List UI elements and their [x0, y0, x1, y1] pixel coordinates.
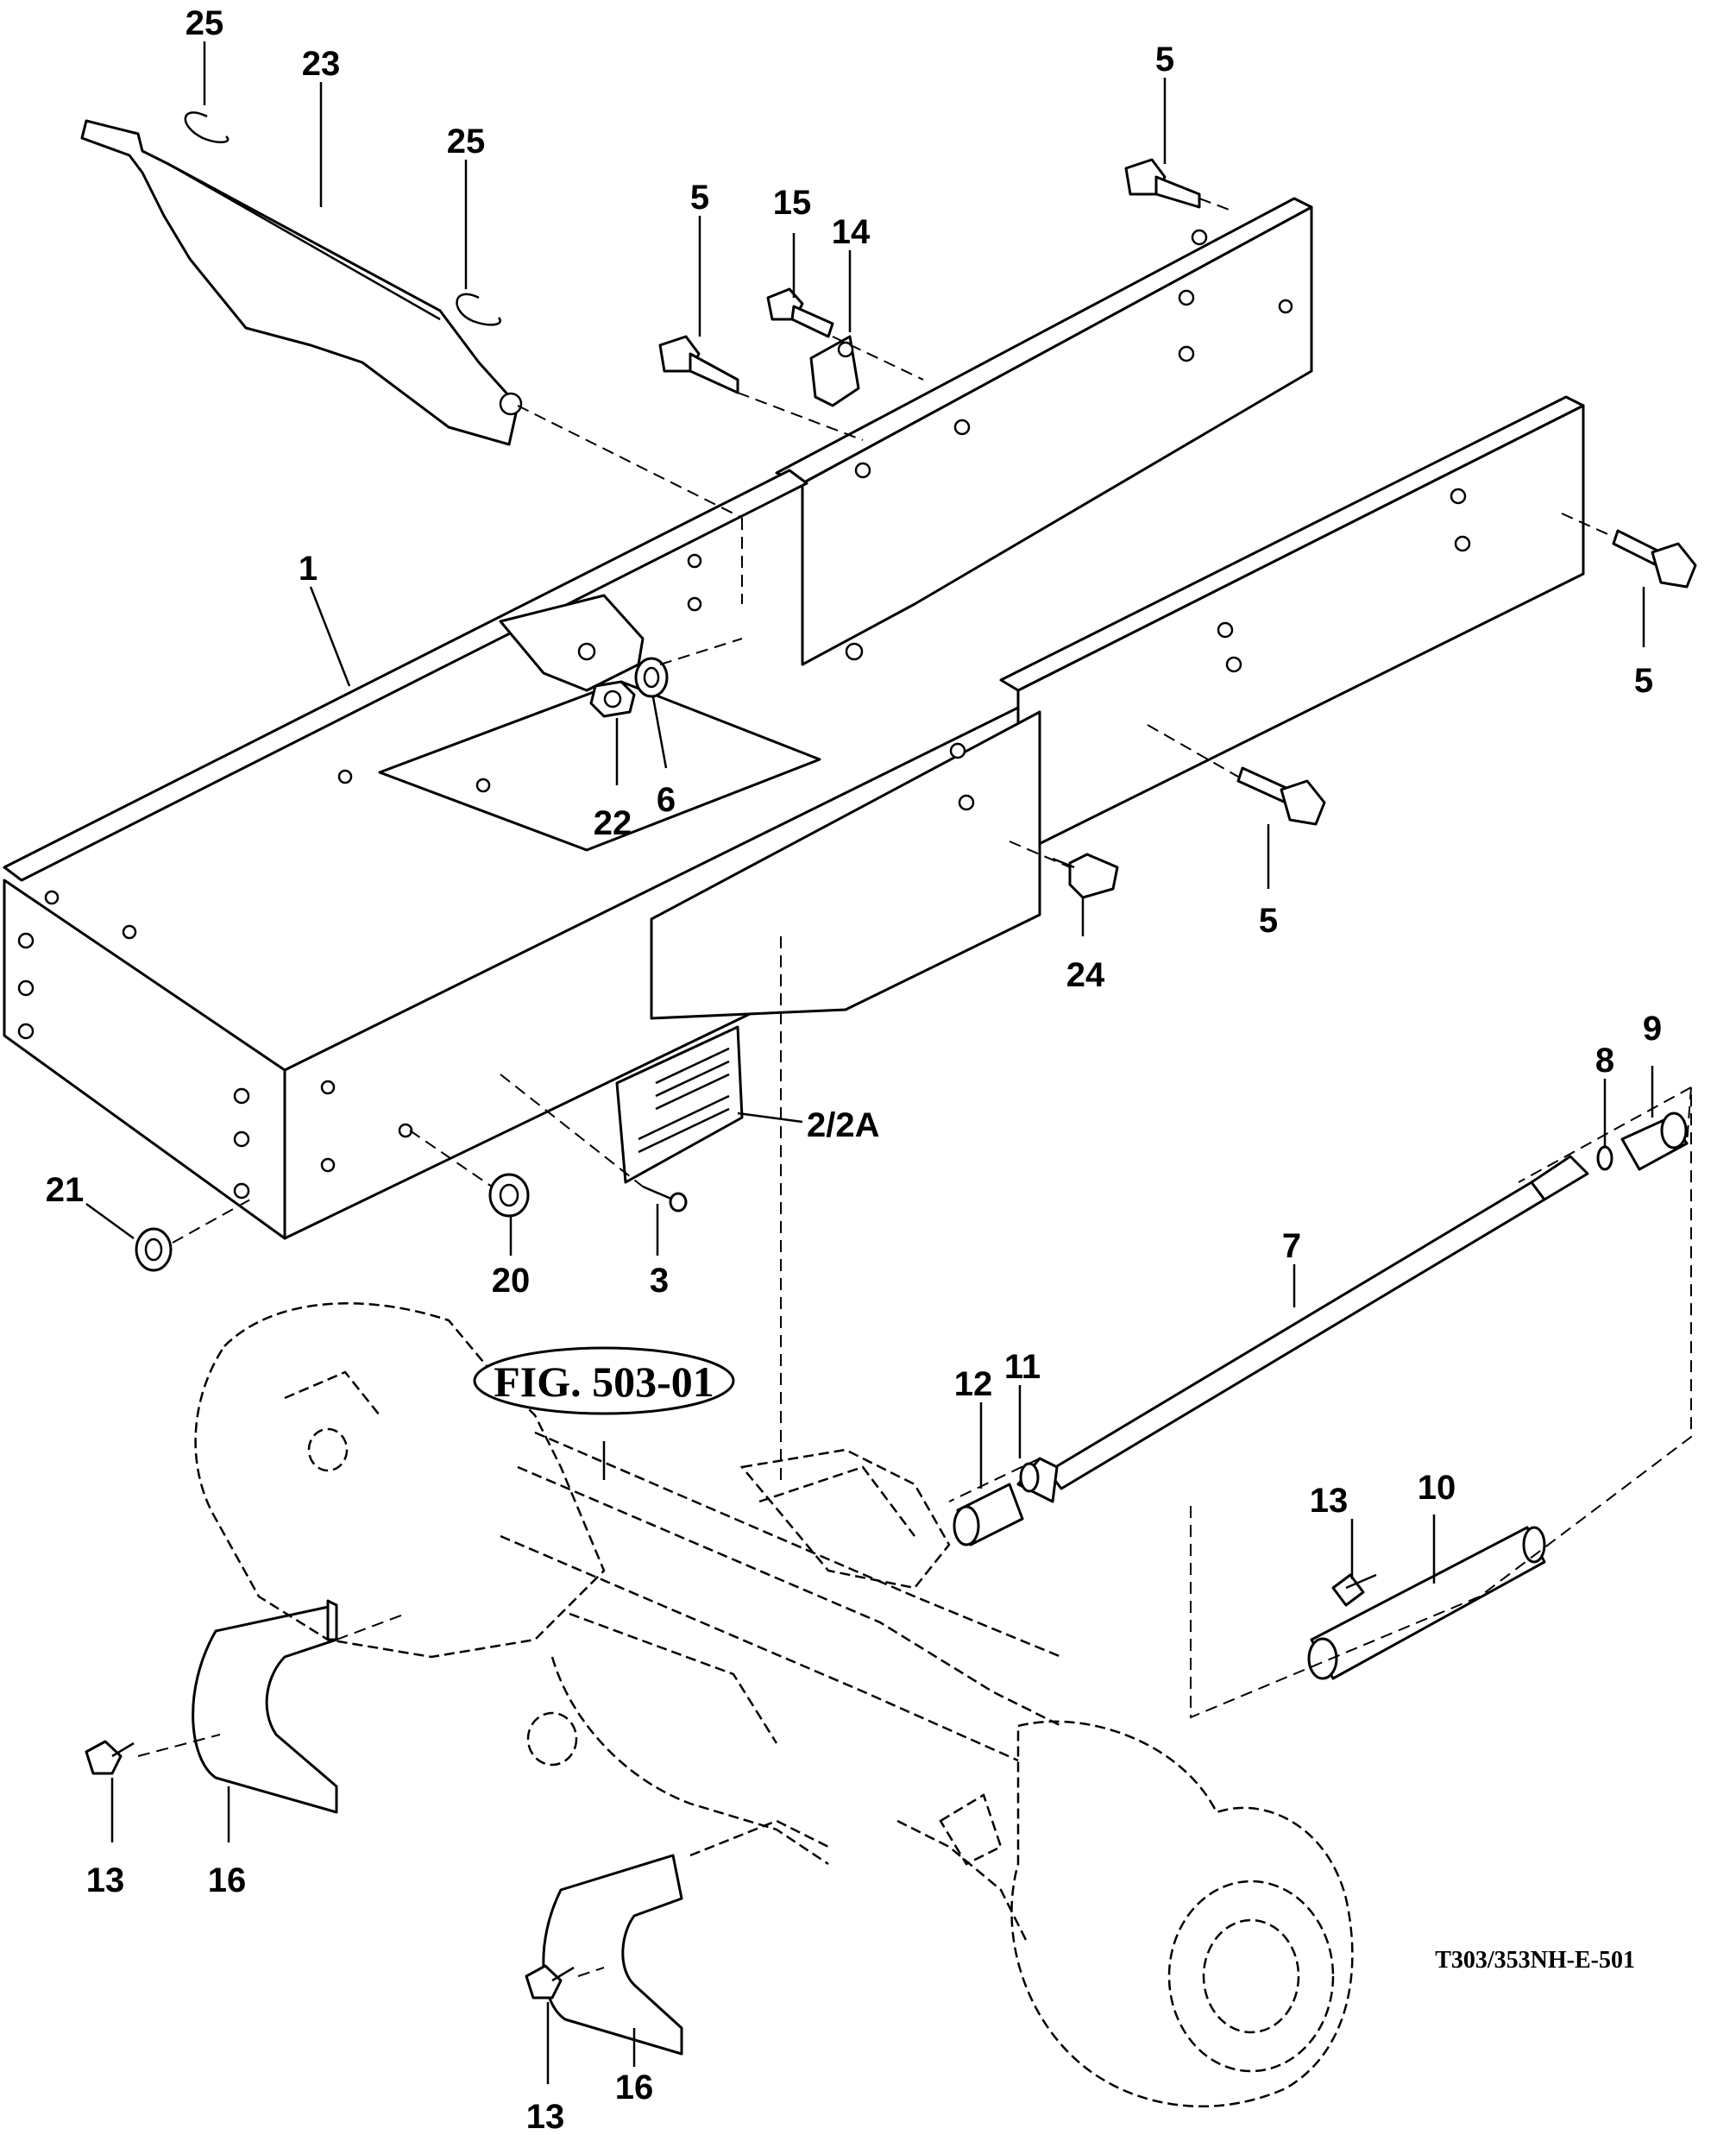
callout-9: 9: [1643, 1010, 1662, 1048]
drawing-number: T303/353NH-E-501: [1435, 1947, 1635, 1974]
callout-8: 8: [1595, 1042, 1614, 1080]
callout-labels: 25 23 25 5 15 14 5 1 5 22 6 5 24 8 9 2/2…: [46, 4, 1662, 2135]
serial-plate: [615, 1025, 744, 1184]
clip-25-lower: [456, 293, 501, 326]
callout-13: 13: [526, 2098, 565, 2135]
bracket-14: [809, 335, 860, 407]
cover-plate-23: [80, 119, 523, 446]
callout-6: 6: [657, 781, 676, 819]
callout-16: 16: [615, 2069, 654, 2107]
bolt-5-top-right: [1124, 158, 1201, 209]
bolt-15: [766, 287, 834, 338]
leader-lines: [85, 41, 1654, 2084]
tube-10: [1307, 1526, 1546, 1680]
callout-5: 5: [1155, 41, 1174, 79]
bolt-13-left: [85, 1740, 135, 1775]
callout-10: 10: [1418, 1469, 1456, 1507]
assembly-lines: [137, 198, 1692, 1977]
callout-5: 5: [690, 179, 709, 217]
callout-13: 13: [1310, 1482, 1349, 1520]
frame-front-cross: [378, 680, 821, 852]
bolt-5-right: [1612, 529, 1697, 589]
bolt-5-right-lower: [1236, 766, 1326, 826]
callout-2-2a: 2/2A: [807, 1106, 880, 1144]
callout-22: 22: [594, 804, 632, 842]
guard-16-right: [542, 1854, 683, 2056]
bushing-9: [1620, 1112, 1689, 1171]
figure-reference-label: FIG. 503-01: [494, 1357, 714, 1406]
nut-22: [589, 680, 636, 718]
callout-23: 23: [302, 45, 341, 83]
bolt-5-center: [658, 335, 739, 394]
bolt-13-right: [525, 1964, 575, 2000]
bolt-24: [1052, 853, 1119, 899]
frame-left-rail-top: [3, 469, 808, 882]
frame-inner-bracket: [650, 710, 1041, 1020]
callout-24: 24: [1066, 956, 1105, 994]
callout-12: 12: [954, 1365, 993, 1403]
guard-16-left: [192, 1599, 338, 1814]
bolt-13-tube: [1331, 1573, 1377, 1607]
ring-8: [1596, 1145, 1613, 1171]
pivot-shaft-7: [1016, 1155, 1589, 1503]
callout-5: 5: [1634, 662, 1653, 700]
callout-25: 25: [186, 4, 224, 42]
frame-assembly: [3, 197, 1585, 1240]
frame-holes: [17, 229, 1471, 1200]
callout-16: 16: [208, 1861, 247, 1899]
washer-6: [634, 657, 669, 698]
callout-3: 3: [650, 1262, 669, 1300]
figure-reference: FIG. 503-01: [473, 1346, 735, 1415]
callout-20: 20: [492, 1262, 531, 1300]
frame-right-rail-top: [999, 395, 1585, 692]
callout-1: 1: [299, 550, 318, 588]
plug-20: [488, 1173, 530, 1218]
callout-15: 15: [773, 184, 812, 222]
callout-25: 25: [447, 123, 486, 161]
plug-21: [135, 1227, 173, 1272]
callout-11: 11: [1004, 1348, 1041, 1386]
callout-7: 7: [1282, 1227, 1301, 1265]
callout-13: 13: [86, 1861, 125, 1899]
front-axle-phantom: [194, 1302, 1354, 2108]
callout-5: 5: [1259, 902, 1278, 940]
clip-25-upper: [184, 111, 230, 143]
bushing-12: [953, 1483, 1024, 1546]
ring-11: [1019, 1462, 1040, 1493]
callout-21: 21: [46, 1171, 85, 1209]
callout-14: 14: [832, 213, 871, 251]
screw-3: [642, 1185, 688, 1212]
